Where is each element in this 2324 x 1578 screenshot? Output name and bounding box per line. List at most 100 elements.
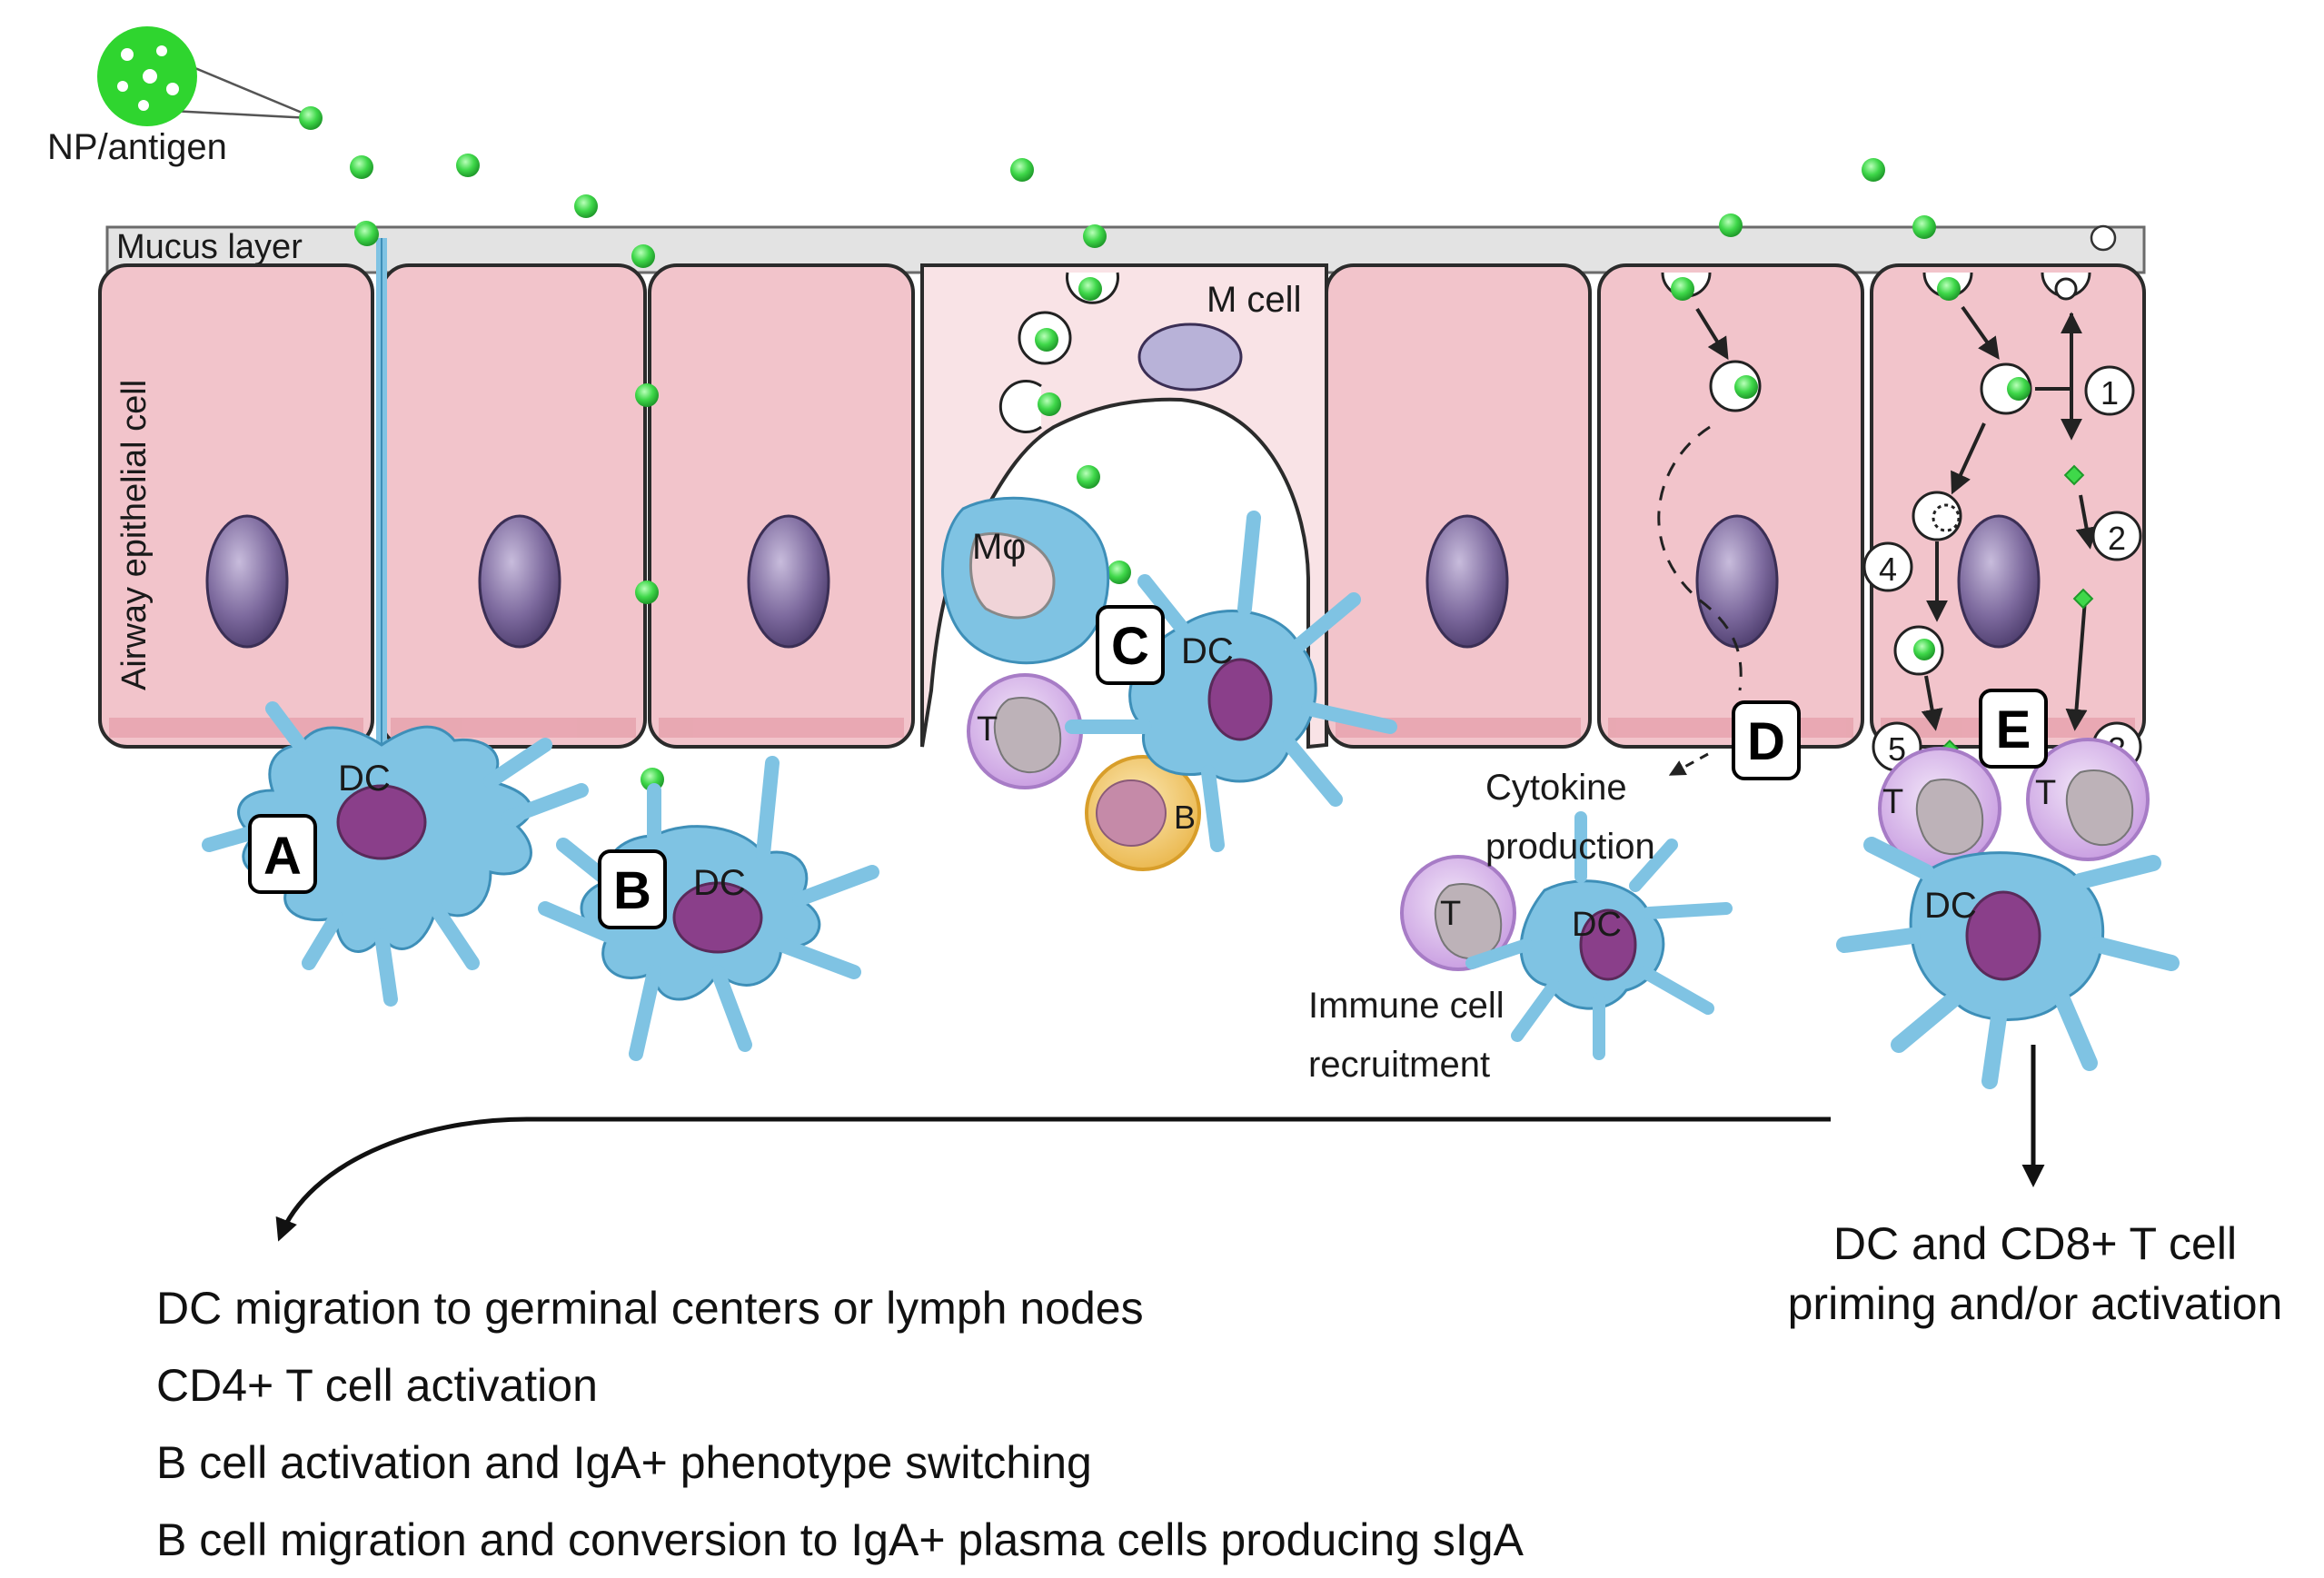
- np-particle: [635, 581, 659, 604]
- np-particle: [350, 155, 373, 179]
- dendritic-cell-b: [538, 756, 879, 1061]
- np-antigen-label: NP/antigen: [47, 127, 227, 167]
- np-particle: [1038, 392, 1061, 416]
- np-legend: [97, 26, 323, 130]
- outcome-b-cell-migration: B cell migration and conversion to IgA+ …: [156, 1514, 1524, 1565]
- nucleus: [205, 514, 289, 649]
- b-cell: [1085, 755, 1201, 871]
- outcome-cd8-line2: priming and/or activation: [1787, 1278, 2283, 1329]
- dendritic-cell-d: [1465, 811, 1733, 1060]
- label-box-d: D: [1732, 700, 1801, 780]
- m-cell-vesicles: [998, 272, 1119, 433]
- m-cell-nucleus: [1137, 323, 1243, 392]
- np-particle: [631, 244, 655, 268]
- mechanism-a: DC: [202, 223, 589, 1007]
- mechanism-e: [1893, 272, 2098, 731]
- nucleus: [747, 514, 830, 649]
- svg-text:5: 5: [1888, 730, 1906, 768]
- immune-cell-recruitment-label: recruitment: [1308, 1045, 1490, 1085]
- nucleus: [1425, 514, 1509, 649]
- step-1-badge: 1: [2084, 365, 2135, 416]
- signal-path-dashed: [1657, 425, 1743, 691]
- np-particle: [456, 154, 480, 177]
- outcome-b-cell-activation: B cell activation and IgA+ phenotype swi…: [156, 1437, 1092, 1488]
- m-cell-label: M cell: [1207, 280, 1301, 320]
- np-particle: [1734, 375, 1758, 399]
- nucleus: [1957, 514, 2041, 649]
- mechanism-labels: A B C D E: [248, 605, 2048, 929]
- epithelial-cell: [1325, 263, 1592, 749]
- svg-text:A: A: [263, 827, 302, 886]
- np-particle: [1862, 158, 1885, 182]
- mucus-vesicle: [2090, 224, 2117, 252]
- np-particle: [635, 383, 659, 407]
- np-particle: [1035, 328, 1058, 352]
- np-particle: [1671, 277, 1694, 301]
- macrophage: [941, 496, 1110, 665]
- outcome-cd4-activation: CD4+ T cell activation: [156, 1360, 598, 1411]
- antigen-peptide: [2063, 464, 2085, 486]
- label-box-e: E: [1979, 689, 2048, 769]
- dc-label: DC: [693, 863, 746, 903]
- epithelial-cell: [98, 263, 374, 749]
- cytokine-production-label: production: [1485, 827, 1655, 867]
- np-particle: [1913, 639, 1935, 660]
- svg-text:D: D: [1747, 712, 1785, 771]
- macrophage-label: Mφ: [972, 527, 1026, 567]
- t-cell-d: [1400, 855, 1516, 971]
- t-cell-label: T: [1882, 783, 1903, 821]
- epithelial-cell: [1597, 263, 1864, 749]
- t-cell-label: T: [1440, 895, 1461, 933]
- np-particle: [355, 223, 379, 246]
- nuclei: [205, 323, 2041, 649]
- mucus-layer-label: Mucus layer: [116, 228, 303, 266]
- outcome-dc-migration: DC migration to germinal centers or lymp…: [156, 1283, 1144, 1334]
- np-particle: [1912, 215, 1936, 239]
- svg-text:2: 2: [2108, 520, 2126, 557]
- antigen-peptide: [2072, 588, 2094, 610]
- svg-text:C: C: [1111, 617, 1149, 676]
- np-particle: [1077, 465, 1100, 489]
- mucus-layer: [105, 225, 2146, 274]
- t-cell-c: [967, 673, 1083, 789]
- outcome-arrow-left: [275, 1117, 1831, 1242]
- mechanism-c: Mφ T B DC: [941, 272, 1397, 871]
- nucleus: [478, 514, 561, 649]
- np-particle: [1937, 277, 1961, 301]
- mechanism-d: T DC Cytokine production Immune cell rec…: [1308, 272, 1762, 1085]
- epithelial-cell: [380, 263, 647, 749]
- step-2-badge: 2: [2091, 511, 2142, 561]
- svg-text:E: E: [1996, 700, 2031, 759]
- t-cell-e-right: [2026, 738, 2150, 861]
- cytokine-production-label: Cytokine: [1485, 768, 1627, 808]
- np-particle: [1719, 213, 1743, 237]
- np-particle: [1107, 561, 1131, 584]
- nucleus: [1695, 514, 1779, 649]
- t-cell-label: T: [2035, 774, 2056, 812]
- svg-text:B: B: [613, 861, 651, 920]
- dc-label: DC: [1572, 906, 1622, 944]
- step-4-badge: 4: [1862, 541, 1913, 592]
- dendritic-cell-e: [1836, 837, 2180, 1089]
- svg-text:4: 4: [1879, 551, 1897, 588]
- np-particle: [1010, 158, 1034, 182]
- dendritic-cell-c: [1065, 511, 1397, 852]
- label-box-c: C: [1096, 605, 1165, 685]
- np-particle: [2007, 377, 2031, 401]
- airway-epithelial-cell-label: Airway epithelial cell: [115, 380, 154, 690]
- free-nanoparticles: [350, 154, 2117, 268]
- np-particle: [574, 194, 598, 218]
- outcome-cd8-line1: DC and CD8+ T cell: [1832, 1218, 2238, 1269]
- b-cell-label: B: [1174, 799, 1196, 836]
- svg-text:1: 1: [2101, 374, 2119, 412]
- label-box-b: B: [598, 849, 667, 929]
- label-box-a: A: [248, 814, 317, 894]
- epithelial-cell: [648, 263, 915, 749]
- np-particle: [1078, 277, 1102, 301]
- t-cell-label: T: [977, 710, 998, 749]
- dendritic-cell-a: [202, 701, 589, 1007]
- np-fragmenting: [1932, 503, 1961, 532]
- np-particle: [1083, 224, 1107, 248]
- immune-cell-recruitment-label: Immune cell: [1308, 986, 1505, 1026]
